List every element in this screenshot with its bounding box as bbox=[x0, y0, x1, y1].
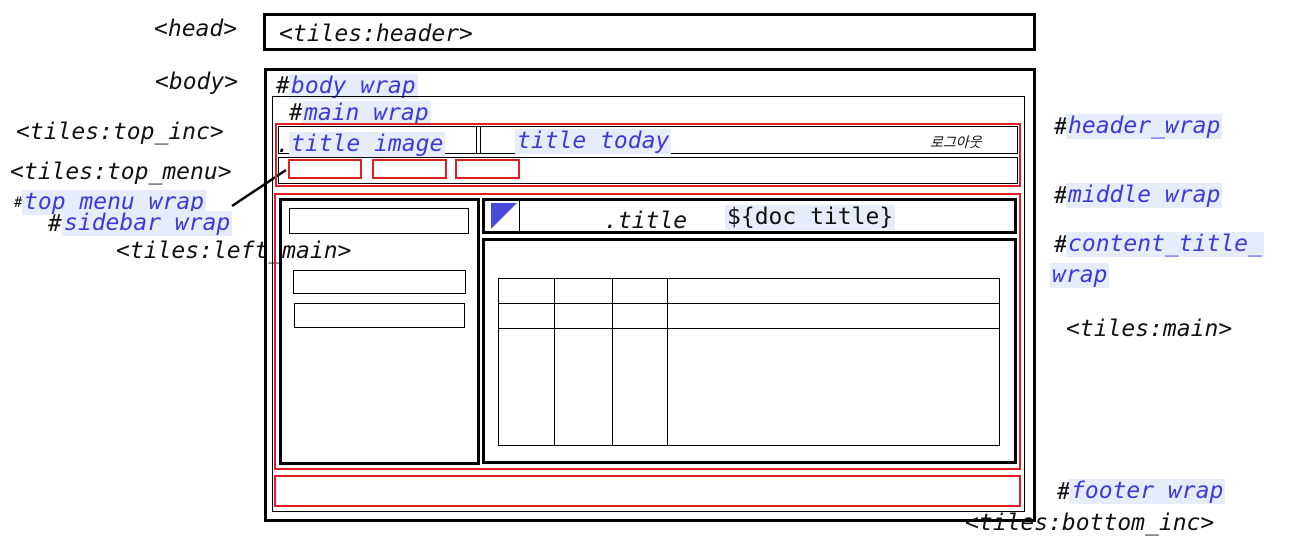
middle-wrap-hash: # bbox=[1054, 183, 1068, 209]
content-main-box bbox=[482, 238, 1017, 464]
doc-title-label: ${doc title} bbox=[725, 204, 896, 230]
table-row bbox=[498, 303, 1000, 329]
head-label: <head> bbox=[154, 16, 238, 42]
top-menu-item-3[interactable] bbox=[455, 159, 520, 179]
sidebar-item-3[interactable] bbox=[294, 303, 465, 328]
tiles-header-label: <tiles:header> bbox=[279, 21, 473, 47]
top-menu-wrap-box bbox=[278, 157, 1018, 184]
table-col-line-3 bbox=[667, 278, 668, 446]
content-title-divider bbox=[519, 201, 520, 231]
top-menu-item-2[interactable] bbox=[372, 159, 447, 179]
content-table bbox=[498, 278, 1000, 446]
body-label: <body> bbox=[155, 69, 239, 95]
top-menu-label: <tiles:top_menu> bbox=[10, 159, 232, 185]
top-menu-item-1[interactable] bbox=[288, 159, 362, 179]
sidebar-item-2[interactable] bbox=[293, 270, 466, 294]
title-divider-2 bbox=[480, 126, 481, 154]
title-divider bbox=[476, 126, 477, 154]
title-underline bbox=[482, 153, 512, 154]
footer-wrap-hash: # bbox=[1057, 479, 1071, 505]
main-wrap-box bbox=[272, 96, 1025, 512]
sidebar-wrap-label: sidebar wrap bbox=[62, 210, 233, 236]
tiles-main-label: <tiles:main> bbox=[1066, 316, 1233, 342]
header-wrap-label: header_wrap bbox=[1066, 113, 1223, 139]
header-wrap-hash: # bbox=[1054, 114, 1068, 140]
middle-wrap-label: middle wrap bbox=[1066, 182, 1223, 208]
content-title-wrap-label-2: wrap bbox=[1050, 262, 1110, 288]
sidebar-wrap-box bbox=[279, 198, 480, 465]
title-image-label: title image bbox=[289, 131, 446, 157]
footer-wrap-box bbox=[274, 475, 1021, 507]
main-wrap-label: main wrap bbox=[302, 100, 431, 126]
header-wrap-box bbox=[275, 123, 1021, 187]
title-image-dot: . bbox=[276, 132, 290, 158]
bottom-inc-label: <tiles:bottom_inc> bbox=[965, 510, 1215, 536]
body-wrap-hash: # bbox=[276, 73, 290, 99]
footer-wrap-label: footer wrap bbox=[1069, 478, 1226, 504]
body-wrap-label: body wrap bbox=[289, 73, 418, 99]
title-today-underline bbox=[708, 153, 1018, 154]
title-class-label: .title bbox=[604, 208, 688, 234]
sidebar-wrap-hash: # bbox=[48, 211, 62, 237]
body-wrap-box bbox=[264, 68, 1036, 522]
table-col-line-2 bbox=[612, 278, 613, 446]
main-wrap-hash: # bbox=[289, 100, 303, 126]
title-today-label: title today bbox=[515, 128, 672, 154]
content-title-wrap-label-1: content_title_ bbox=[1066, 231, 1264, 257]
table-col-line-1 bbox=[554, 278, 555, 446]
top-inc-label: <tiles:top_inc> bbox=[16, 119, 224, 145]
middle-wrap-box bbox=[274, 193, 1021, 470]
top-menu-wrap-hash: # bbox=[14, 195, 23, 211]
sidebar-item-1[interactable] bbox=[289, 208, 469, 234]
content-title-wrap-hash: # bbox=[1054, 232, 1068, 258]
top-menu-wrap-label: top_menu_wrap bbox=[22, 189, 207, 215]
logout-label[interactable]: 로그아웃 bbox=[930, 135, 982, 151]
tiles-header-box bbox=[263, 13, 1036, 51]
left-main-label: <tiles:left_main> bbox=[116, 238, 352, 264]
content-title-wrap-box bbox=[482, 198, 1017, 234]
